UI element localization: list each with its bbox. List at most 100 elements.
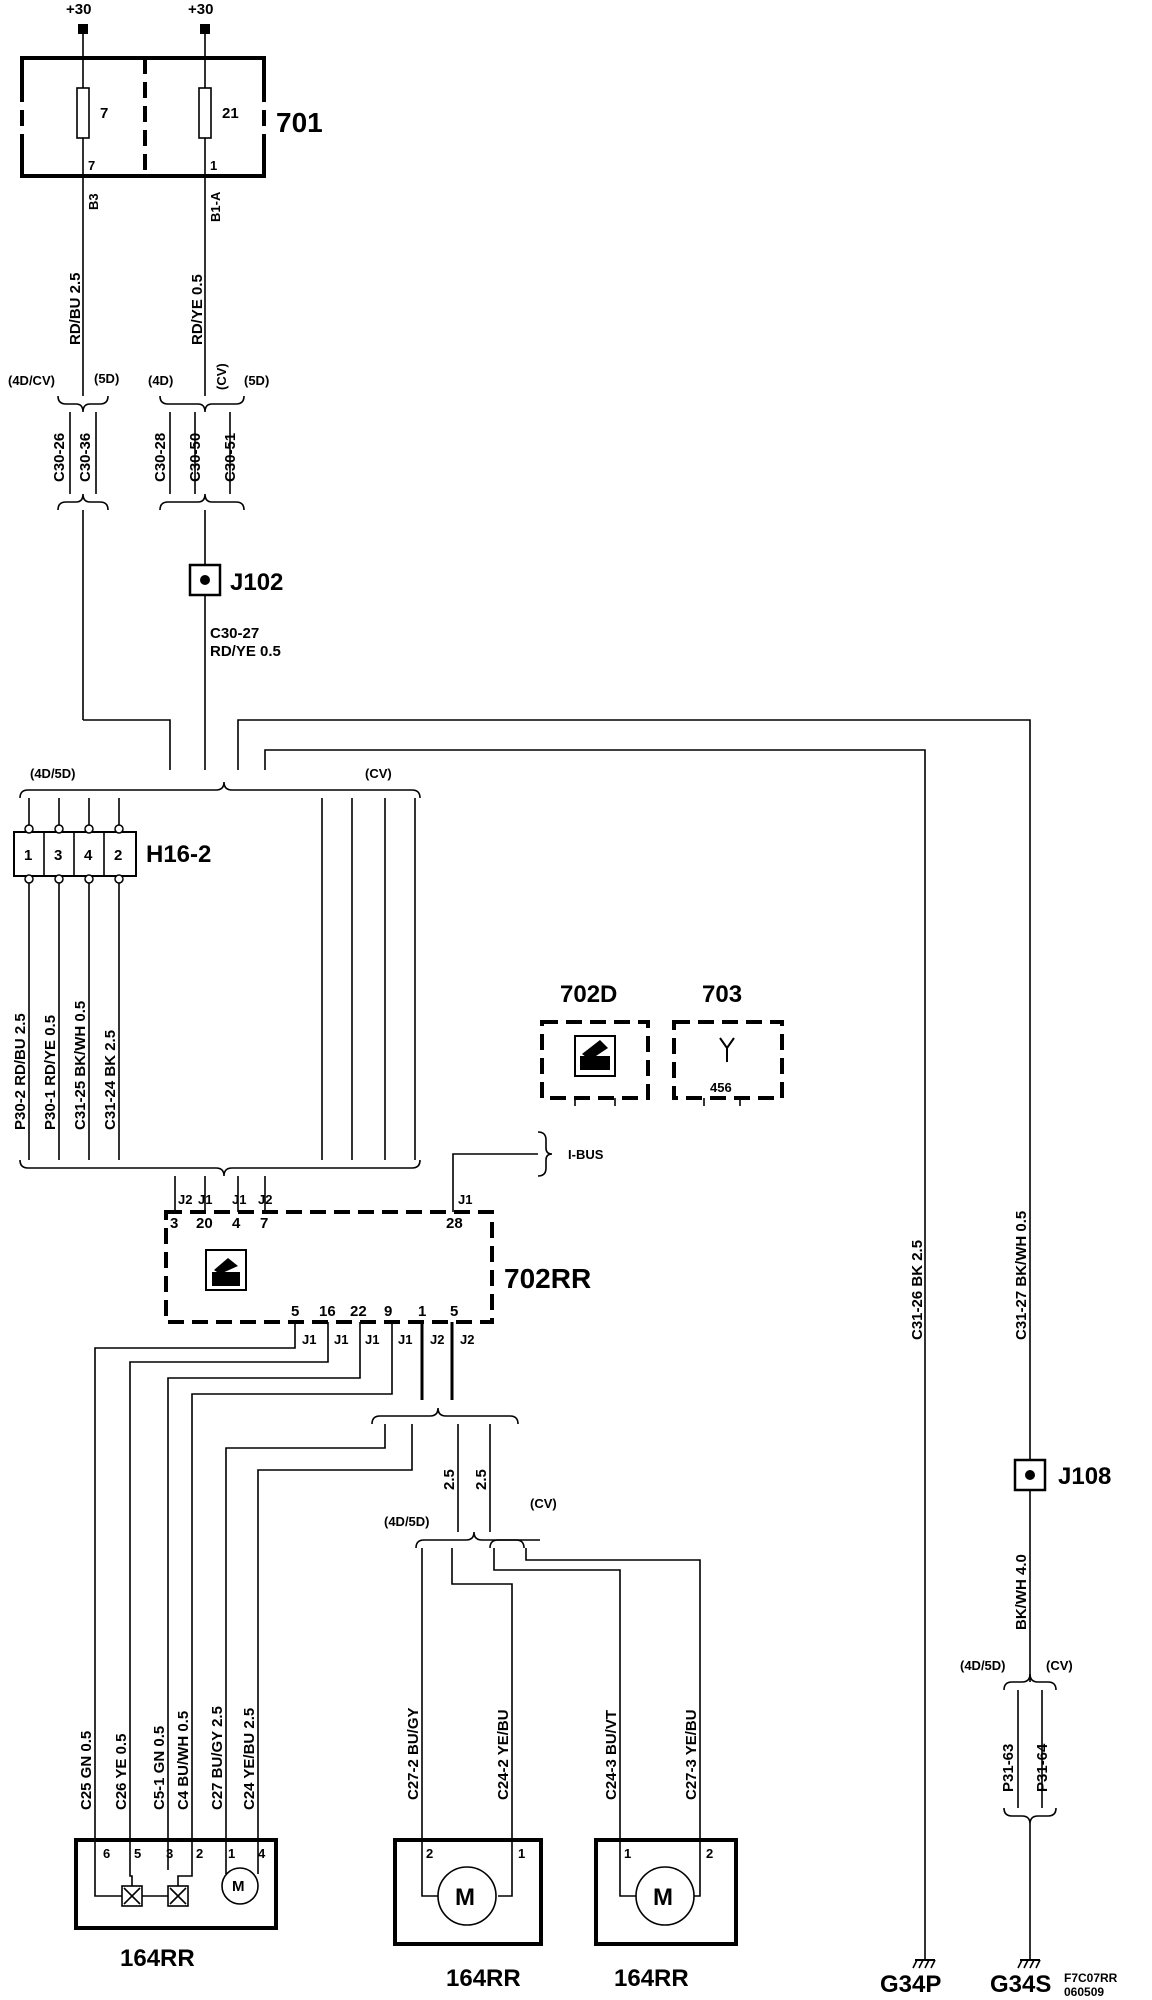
ground-s-wire: C31-27 BK/WH 0.5 [1013, 1211, 1030, 1340]
h16-wire-2: P30-1 RD/YE 0.5 [42, 1015, 59, 1130]
702rr-bpin-1: 1 [418, 1303, 426, 1320]
j108-wire: BK/WH 4.0 [1013, 1554, 1030, 1630]
702rr-pin-4: 4 [232, 1215, 241, 1232]
supply-label-left: +30 [66, 1, 91, 18]
702rr-bconn-6: J2 [460, 1332, 474, 1347]
module-702rr: J2 J1 J1 J2 3 20 4 7 J1 28 5 16 22 9 1 5 [164, 1192, 494, 1324]
m1-pin-5: 5 [134, 1846, 141, 1861]
m3-wire-c27-3: C27-3 YE/BU [683, 1709, 700, 1800]
m1-wire-c4: C4 BU/WH 0.5 [175, 1711, 192, 1810]
702rr-conn-j1b: J1 [232, 1192, 246, 1207]
702rr-pin-7: 7 [260, 1215, 268, 1232]
variant-ground-b: (CV) [1046, 1658, 1073, 1673]
h16-pin-2: 2 [114, 847, 122, 864]
h16-pin-3: 3 [54, 847, 62, 864]
702rr-bpin-5b: 5 [450, 1303, 458, 1320]
ground-g34p-symbol [912, 1959, 936, 1969]
m1-pin-6: 6 [103, 1846, 110, 1861]
702rr-conn-j2b: J2 [258, 1192, 272, 1207]
fusebox-701: 7 21 7 1 [19, 56, 267, 178]
m1-pin-3: 3 [166, 1846, 173, 1861]
702rr-bconn-4: J1 [398, 1332, 412, 1347]
variant-ground-a: (4D/5D) [960, 1658, 1006, 1673]
702rr-bconn-2: J1 [334, 1332, 348, 1347]
conn-p31-63: P31-63 [1000, 1744, 1017, 1792]
ground-g34p-label: G34P [880, 1971, 941, 1998]
m1-pin-2: 2 [196, 1846, 203, 1861]
conn-c30-28: C30-28 [152, 433, 169, 482]
702rr-pin-3: 3 [170, 1215, 178, 1232]
fuse-21-pin: 1 [210, 158, 217, 173]
m1-wire-c27: C27 BU/GY 2.5 [209, 1706, 226, 1810]
module-703-label: 703 [702, 981, 742, 1008]
motor-a-label: 164RR [446, 1965, 521, 1992]
h16-pin-1: 1 [24, 847, 32, 864]
702rr-bconn-1: J1 [302, 1332, 316, 1347]
h16-pin-4: 4 [84, 847, 93, 864]
connector-h16-2: 1 3 4 2 [13, 798, 137, 884]
variant-5d-2: (5D) [244, 373, 269, 388]
h16-wire-1: P30-2 RD/BU 2.5 [12, 1013, 29, 1130]
j102-wire-b: RD/YE 0.5 [210, 643, 281, 660]
m2-pin-2: 2 [426, 1846, 433, 1861]
ibus-label: I-BUS [568, 1147, 604, 1162]
module-702d-label: 702D [560, 981, 617, 1008]
m2-pin-1: 1 [518, 1846, 525, 1861]
fuse-7-number: 7 [100, 105, 108, 122]
702rr-conn-j2: J2 [178, 1192, 192, 1207]
m1-wire-c24: C24 YE/BU 2.5 [241, 1708, 258, 1810]
m3-symbol: M [653, 1884, 673, 1911]
motor-164rr-b: 1 2 M [594, 1838, 738, 1946]
j108-label: J108 [1058, 1463, 1111, 1490]
m3-wire-c24-3: C24-3 BU/VT [603, 1710, 620, 1800]
702rr-bpin-9: 9 [384, 1303, 392, 1320]
variant-4dcv: (4D/CV) [8, 373, 55, 388]
module-703: 456 [672, 1020, 784, 1106]
motor-164rr-a: 2 1 M [393, 1838, 543, 1946]
conn-c30-26: C30-26 [51, 433, 68, 482]
ground-g34s-symbol [1017, 1959, 1041, 1969]
m1-wire-c25: C25 GN 0.5 [78, 1731, 95, 1810]
m2-wire-c27-2: C27-2 BU/GY [405, 1707, 422, 1800]
module-703-value: 456 [710, 1080, 732, 1095]
702rr-conn-j1a: J1 [198, 1192, 212, 1207]
footer-code: F7C07RR [1064, 1971, 1118, 1985]
motor-164rr-main: 6 5 3 2 1 4 M [74, 1838, 278, 1930]
h16-wire-3: C31-25 BK/WH 0.5 [72, 1001, 89, 1130]
m1-symbol: M [232, 1878, 245, 1895]
702rr-bconn-3: J1 [365, 1332, 379, 1347]
motor-b-label: 164RR [614, 1965, 689, 1992]
ground-g34s-label: G34S [990, 1971, 1051, 1998]
m1-wire-c5-1: C5-1 GN 0.5 [151, 1726, 168, 1810]
h16-wire-4: C31-24 BK 2.5 [102, 1030, 119, 1130]
h16-label: H16-2 [146, 841, 211, 868]
702rr-ibus-pin: 28 [446, 1215, 463, 1232]
supply-terminal-right [200, 24, 210, 34]
702rr-ibus-conn: J1 [458, 1192, 472, 1207]
supply-label-right: +30 [188, 1, 213, 18]
j102-wire-a: C30-27 [210, 625, 259, 642]
fuse-21-number: 21 [222, 105, 239, 122]
m3-pin-1: 1 [624, 1846, 631, 1861]
702rr-bconn-5: J2 [430, 1332, 444, 1347]
variant-motor-b: (CV) [530, 1496, 557, 1511]
m3-pin-2: 2 [706, 1846, 713, 1861]
m1-wire-c26: C26 YE 0.5 [113, 1734, 130, 1810]
fuse-21-symbol [198, 87, 212, 139]
variant-4d: (4D) [148, 373, 173, 388]
702rr-bpin-5: 5 [291, 1303, 299, 1320]
variant-motor-a: (4D/5D) [384, 1514, 430, 1529]
fuse-7-pin: 7 [88, 158, 95, 173]
conn-c30-50: C30-50 [187, 433, 204, 482]
module-702d [540, 1020, 650, 1106]
m2-wire-c24-2: C24-2 YE/BU [495, 1709, 512, 1800]
fuse7-wire-label: RD/BU 2.5 [67, 272, 84, 345]
702rr-pin-20: 20 [196, 1215, 213, 1232]
m2-symbol: M [455, 1884, 475, 1911]
variant-cv: (CV) [214, 363, 229, 390]
702rr-bpin-22: 22 [350, 1303, 367, 1320]
m1-pin-4: 4 [258, 1846, 266, 1861]
fusebox-id: 701 [276, 107, 323, 138]
conn-p31-64: P31-64 [1034, 1743, 1051, 1792]
